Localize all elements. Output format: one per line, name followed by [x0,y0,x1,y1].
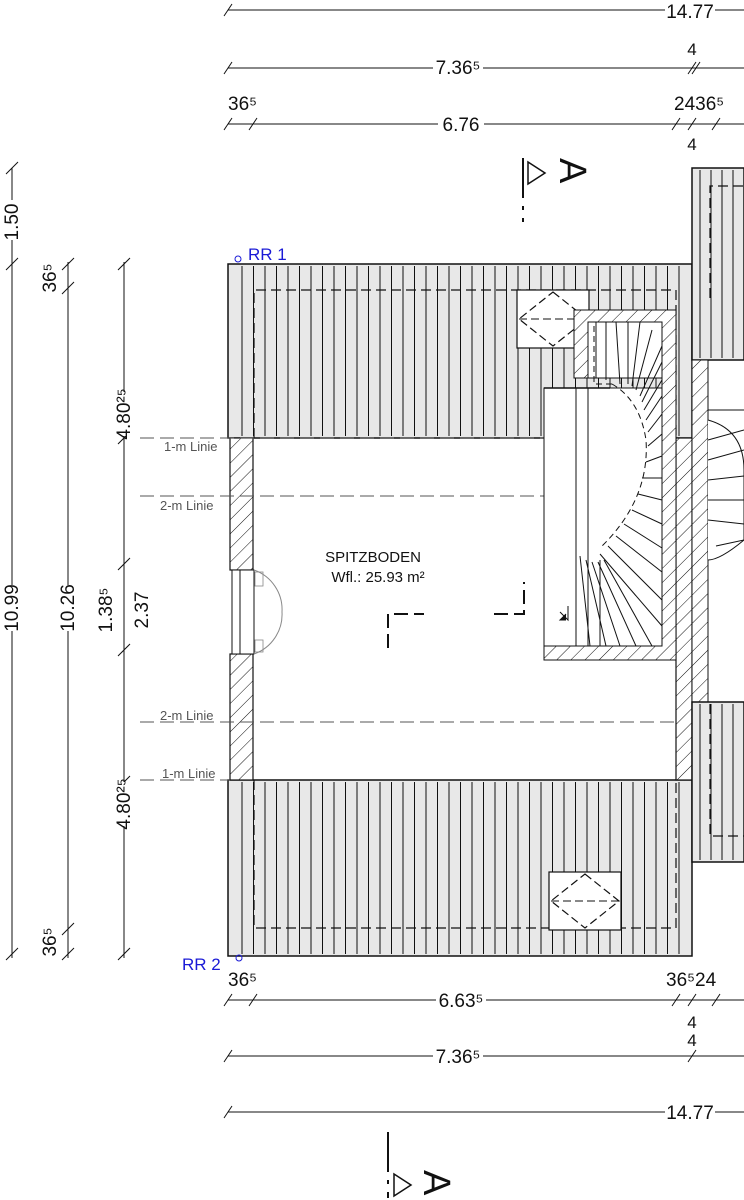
roof-bottom [227,779,693,957]
height-lines: 1-m Linie 2-m Linie 2-m Linie 1-m Linie [140,437,676,781]
bottom-dimension-chains: 36⁵ 36⁵24 6.63⁵ 4 4 7.36⁵ 14.77 [223,970,744,1124]
gable-window [231,569,283,655]
dim-left-top-wall: 36⁵ [40,263,61,292]
dim-bottom-walls-right: 36⁵24 [666,970,717,991]
room-area: Wfl.: 25.93 m² [331,569,424,586]
section-label-top: A [551,158,593,184]
rr1-label: RR 1 [248,245,287,264]
rr-markers: RR 1 RR 2 [182,245,287,974]
section-label-bottom: A [415,1170,457,1196]
dim-top-walls-right: 2436⁵ [674,94,724,115]
room-name: SPITZBODEN [325,549,421,566]
dim-top-below: 4 [687,135,696,154]
section-marker-bottom: A [387,1132,457,1198]
dim-left-bottom-wall: 36⁵ [40,927,61,956]
dim-left-total-outer: 10.99 [2,584,23,632]
dim-bottom-overall: 14.77 [666,1103,714,1124]
dim-left-top-offset: 1.50 [2,204,23,241]
dim-top-overall: 14.77 [666,2,714,23]
dim-bottom-house: 7.36⁵ [436,1047,481,1068]
roof-window-bottom [548,871,622,931]
left-dimension-chains: 1.50 10.99 36⁵ 10.26 36⁵ 4.80²⁵ 1.38⁵ 2.… [2,161,153,961]
dim-top-inner: 6.76 [443,115,480,136]
dim-top-house-right: 4 [687,40,696,59]
label-2m-bottom: 2-m Linie [160,708,213,723]
top-dimension-chains: 14.77 7.36⁵ 4 6.76 36⁵ 2436⁵ 4 [223,0,744,154]
dim-top-house: 7.36⁵ [436,58,481,79]
dim-bottom-right-a: 4 [687,1013,696,1032]
dim-bottom-inner: 6.63⁵ [439,991,484,1012]
room-label: SPITZBODEN Wfl.: 25.93 m² [325,549,425,586]
label-1m-bottom: 1-m Linie [162,766,215,781]
label-1m-top: 1-m Linie [164,439,217,454]
staircase [543,309,677,661]
section-cut-corners [387,582,525,648]
dim-left-roof-top: 4.80²⁵ [114,388,135,439]
dim-top-wall-left: 36⁵ [228,94,257,115]
dim-left-mid-a: 1.38⁵ [96,588,117,633]
annex [691,167,744,863]
dim-left-roof-bottom: 4.80²⁵ [114,778,135,829]
dim-bottom-right-b: 4 [687,1031,696,1050]
dim-left-mid-b: 2.37 [132,592,153,629]
rr2-label: RR 2 [182,955,221,974]
dim-left-total-inner: 10.26 [58,584,79,632]
section-marker-top: A [522,158,593,222]
label-2m-top: 2-m Linie [160,498,213,513]
dim-bottom-wall-left: 36⁵ [228,970,257,991]
